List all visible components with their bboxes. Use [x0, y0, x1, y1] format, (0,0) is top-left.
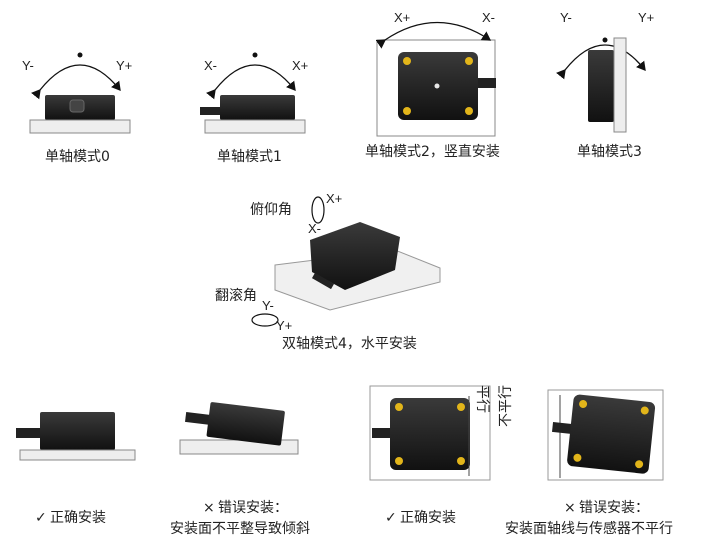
roll-rotation-ring — [251, 313, 279, 327]
mode-2-figure: X+ X- 单轴模式2，竖直安装 — [365, 10, 500, 160]
axis-label-right: Y+ — [638, 10, 654, 25]
arc-center-dot — [77, 52, 83, 58]
axis-label-left: X- — [204, 58, 217, 73]
axis-label-x-minus: X- — [308, 221, 321, 236]
sensor-cable — [311, 272, 335, 290]
axis-label-left: X+ — [394, 10, 410, 25]
not-parallel-label: 不平行 — [497, 385, 513, 427]
screw — [635, 460, 644, 469]
install-correct-1: ✓ 正确安装 — [16, 412, 136, 526]
screw — [395, 457, 403, 465]
rotation-arc — [375, 21, 492, 49]
sensor-cable — [200, 107, 222, 115]
mode-caption: 单轴模式2，竖直安装 — [365, 143, 500, 160]
screw — [457, 457, 465, 465]
mounting-plate — [19, 449, 136, 461]
mounting-plate — [613, 37, 627, 133]
roll-label: 翻滚角 — [215, 287, 257, 303]
screw — [640, 406, 649, 415]
screw — [465, 107, 473, 115]
install-title: 错误安装： — [218, 500, 288, 516]
screw — [573, 453, 582, 462]
rotation-arc — [206, 64, 296, 100]
rotation-arc — [31, 64, 121, 100]
install-mark: ✓ — [35, 510, 47, 526]
sensor-cable — [552, 421, 573, 435]
mounting-plate — [29, 119, 131, 134]
pitch-label: 俯仰角 — [250, 201, 292, 217]
screw — [457, 403, 465, 411]
axis-label-x-plus: X+ — [326, 191, 342, 206]
sensor-cable — [372, 428, 392, 438]
install-wrong-1: × 错误安装： 安装面不平整导致倾斜 — [170, 402, 310, 537]
mode-0-figure: Y- Y+ 单轴模式0 — [22, 52, 132, 165]
pitch-rotation-ring — [311, 196, 325, 224]
sensor-body — [588, 50, 614, 122]
install-wrong-2: 不平行 × 错误安装： 安装面轴线与传感器不平行 — [497, 385, 673, 537]
sensor-body — [390, 398, 470, 470]
mode-3-figure: Y- Y+ 单轴模式3 — [556, 10, 654, 160]
screw — [395, 403, 403, 411]
screw — [579, 400, 588, 409]
install-mark: × — [564, 500, 576, 516]
install-title: 正确安装 — [50, 510, 106, 526]
sensor-body — [567, 394, 656, 474]
sensor-body — [40, 412, 115, 450]
install-title: 错误安装： — [579, 500, 649, 516]
install-mark: × — [203, 500, 215, 516]
screw — [465, 57, 473, 65]
install-mark: ✓ — [385, 510, 397, 526]
sensor-body — [310, 222, 400, 290]
sensor-cable — [478, 78, 496, 88]
sensor-port — [69, 99, 85, 113]
install-correct-2: 平行 ✓ 正确安装 — [369, 385, 491, 526]
rotation-arc — [556, 44, 646, 80]
sensor-cable — [185, 411, 213, 426]
sensor-cable — [16, 428, 44, 438]
mode-caption: 单轴模式1 — [217, 149, 282, 165]
axis-label-right: Y+ — [116, 58, 132, 73]
install-detail: 安装面不平整导致倾斜 — [170, 521, 310, 537]
install-detail: 安装面轴线与传感器不平行 — [505, 520, 673, 537]
screw — [403, 107, 411, 115]
dual-mode-figure: 俯仰角 X+ X- 翻滚角 Y- Y+ 双轴模式4，水平安装 — [215, 191, 441, 352]
arc-center-dot — [434, 83, 440, 89]
sensor-body — [220, 95, 295, 120]
dual-caption: 双轴模式4，水平安装 — [282, 336, 417, 352]
mode-caption: 单轴模式3 — [577, 144, 642, 160]
axis-label-y-plus: Y+ — [276, 318, 292, 333]
axis-label-right: X+ — [292, 58, 308, 73]
axis-label-right: X- — [482, 10, 495, 25]
axis-label-left: Y- — [560, 10, 572, 25]
mode-1-figure: X- X+ 单轴模式1 — [200, 52, 308, 165]
mounting-plate — [204, 119, 306, 134]
sensor-body — [206, 402, 285, 446]
arc-center-dot — [602, 37, 608, 43]
axis-label-left: Y- — [22, 58, 34, 73]
install-title: 正确安装 — [400, 510, 456, 526]
screw — [403, 57, 411, 65]
axis-label-y-minus: Y- — [262, 298, 274, 313]
arc-center-dot — [252, 52, 258, 58]
parallel-label: 平行 — [475, 385, 491, 413]
mode-caption: 单轴模式0 — [45, 149, 110, 165]
